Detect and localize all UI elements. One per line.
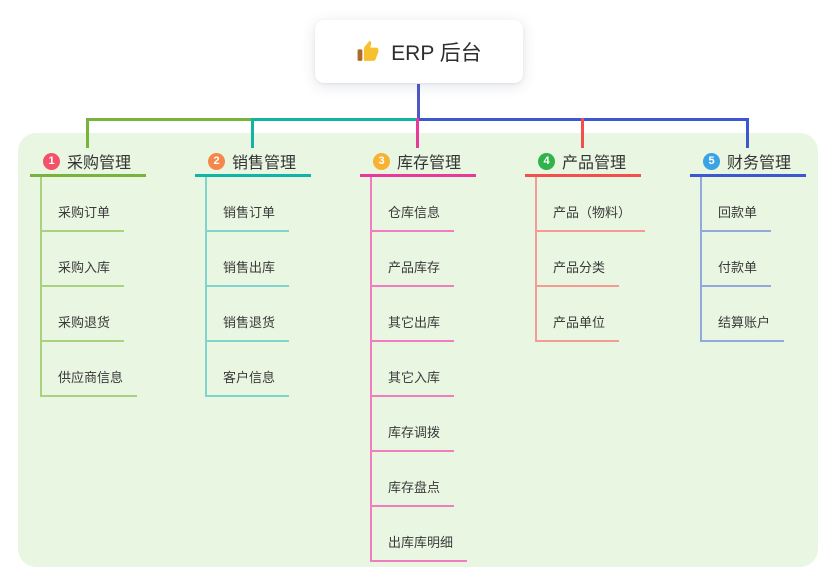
connector-horizontal-0 — [86, 118, 254, 121]
child-row: 销售出库 — [207, 232, 290, 287]
branch-node-采购管理[interactable]: 1 采购管理 — [30, 148, 146, 177]
branch-children-5: 回款单付款单结算账户 — [700, 177, 785, 342]
branch-children-1: 采购订单采购入库采购退货供应商信息 — [40, 177, 138, 397]
connector-drop-2 — [251, 118, 254, 148]
child-node-结算账户[interactable]: 结算账户 — [702, 312, 785, 342]
child-row: 其它出库 — [372, 287, 467, 342]
branch-label: 财务管理 — [727, 155, 792, 172]
child-node-销售订单[interactable]: 销售订单 — [207, 202, 290, 232]
child-row: 客户信息 — [207, 342, 290, 397]
root-node[interactable]: ERP 后台 — [315, 20, 523, 83]
branch-node-库存管理[interactable]: 3 库存管理 — [360, 148, 476, 177]
child-row: 采购订单 — [42, 177, 137, 232]
connector-drop-1 — [86, 118, 89, 148]
child-row: 供应商信息 — [42, 342, 138, 397]
branch-node-财务管理[interactable]: 5 财务管理 — [690, 148, 806, 177]
branches-panel — [18, 133, 818, 567]
root-title: ERP 后台 — [391, 41, 482, 65]
branch-label: 采购管理 — [67, 155, 132, 172]
child-node-销售出库[interactable]: 销售出库 — [207, 257, 290, 287]
child-node-采购订单[interactable]: 采购订单 — [42, 202, 125, 232]
branch-children-4: 产品（物料） 产品分类产品单位 — [535, 177, 646, 342]
child-row: 销售退货 — [207, 287, 290, 342]
child-node-客户信息[interactable]: 客户信息 — [207, 367, 290, 397]
branch-number-badge: 4 — [538, 152, 555, 170]
child-node-产品分类[interactable]: 产品分类 — [537, 257, 620, 287]
child-row: 库存盘点 — [372, 452, 467, 507]
branch-number-badge: 1 — [43, 152, 60, 170]
branch-number-badge: 2 — [208, 152, 225, 170]
child-node-产品库存[interactable]: 产品库存 — [372, 257, 455, 287]
child-node-产品单位[interactable]: 产品单位 — [537, 312, 620, 342]
child-node-付款单[interactable]: 付款单 — [702, 257, 772, 287]
child-row: 仓库信息 — [372, 177, 467, 232]
child-row: 采购入库 — [42, 232, 137, 287]
branch-number-badge: 5 — [703, 152, 720, 170]
thumbs-up-icon — [356, 39, 381, 64]
child-node-出库库明细[interactable]: 出库库明细 — [372, 532, 468, 562]
child-row: 产品（物料） — [537, 177, 646, 232]
child-node-采购入库[interactable]: 采购入库 — [42, 257, 125, 287]
child-row: 采购退货 — [42, 287, 137, 342]
branch-label: 库存管理 — [397, 155, 462, 172]
connector-drop-5 — [746, 118, 749, 148]
child-node-其它入库[interactable]: 其它入库 — [372, 367, 455, 397]
child-node-回款单[interactable]: 回款单 — [702, 202, 772, 232]
child-row: 回款单 — [702, 177, 784, 232]
child-row: 库存调拨 — [372, 397, 467, 452]
branch-number-badge: 3 — [373, 152, 390, 170]
child-node-仓库信息[interactable]: 仓库信息 — [372, 202, 455, 232]
child-row: 产品单位 — [537, 287, 645, 342]
child-node-供应商信息[interactable]: 供应商信息 — [42, 367, 138, 397]
child-row: 产品分类 — [537, 232, 645, 287]
child-row: 其它入库 — [372, 342, 467, 397]
branch-node-产品管理[interactable]: 4 产品管理 — [525, 148, 641, 177]
connector-drop-3 — [416, 118, 419, 148]
child-node-库存盘点[interactable]: 库存盘点 — [372, 477, 455, 507]
child-node-销售退货[interactable]: 销售退货 — [207, 312, 290, 342]
connector-root-trunk — [417, 84, 420, 118]
child-row: 付款单 — [702, 232, 784, 287]
connector-drop-4 — [581, 118, 584, 148]
branch-label: 产品管理 — [562, 155, 627, 172]
child-node-产品（物料）[interactable]: 产品（物料） — [537, 202, 646, 232]
branch-children-2: 销售订单销售出库销售退货客户信息 — [205, 177, 290, 397]
child-row: 销售订单 — [207, 177, 290, 232]
child-row: 结算账户 — [702, 287, 785, 342]
child-row: 出库库明细 — [372, 507, 468, 562]
child-node-采购退货[interactable]: 采购退货 — [42, 312, 125, 342]
branch-children-3: 仓库信息产品库存其它出库其它入库库存调拨库存盘点出库库明细 — [370, 177, 468, 562]
connector-horizontal-1 — [251, 118, 419, 121]
child-row: 产品库存 — [372, 232, 467, 287]
child-node-其它出库[interactable]: 其它出库 — [372, 312, 455, 342]
branch-label: 销售管理 — [232, 155, 297, 172]
branch-node-销售管理[interactable]: 2 销售管理 — [195, 148, 311, 177]
child-node-库存调拨[interactable]: 库存调拨 — [372, 422, 455, 452]
